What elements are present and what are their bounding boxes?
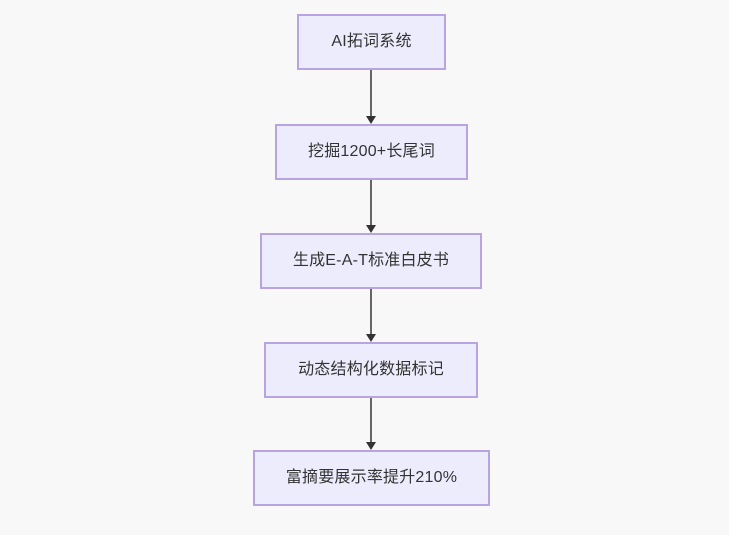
edge-n4-to-n5 (366, 397, 376, 450)
edge-n3-to-n4 (366, 289, 376, 342)
flowchart-node-n1[interactable]: AI拓词系统 (297, 14, 446, 70)
edge-n1-to-n2 (366, 70, 376, 124)
edge-n2-to-n3 (366, 180, 376, 233)
edge-arrowhead (366, 225, 376, 233)
edge-arrowhead (366, 334, 376, 342)
flowchart-node-n4[interactable]: 动态结构化数据标记 (264, 342, 478, 398)
flowchart-node-n3[interactable]: 生成E-A-T标准白皮书 (260, 233, 482, 289)
node-label: 生成E-A-T标准白皮书 (292, 252, 450, 269)
flowchart-node-n5[interactable]: 富摘要展示率提升210% (253, 450, 490, 506)
node-label: AI拓词系统 (331, 33, 412, 50)
node-label: 富摘要展示率提升210% (285, 469, 458, 486)
node-label: 挖掘1200+长尾词 (308, 143, 435, 160)
edge-arrowhead (366, 116, 376, 124)
edge-arrowhead (366, 442, 376, 450)
flowchart-node-n2[interactable]: 挖掘1200+长尾词 (275, 124, 468, 180)
node-label: 动态结构化数据标记 (298, 361, 444, 378)
